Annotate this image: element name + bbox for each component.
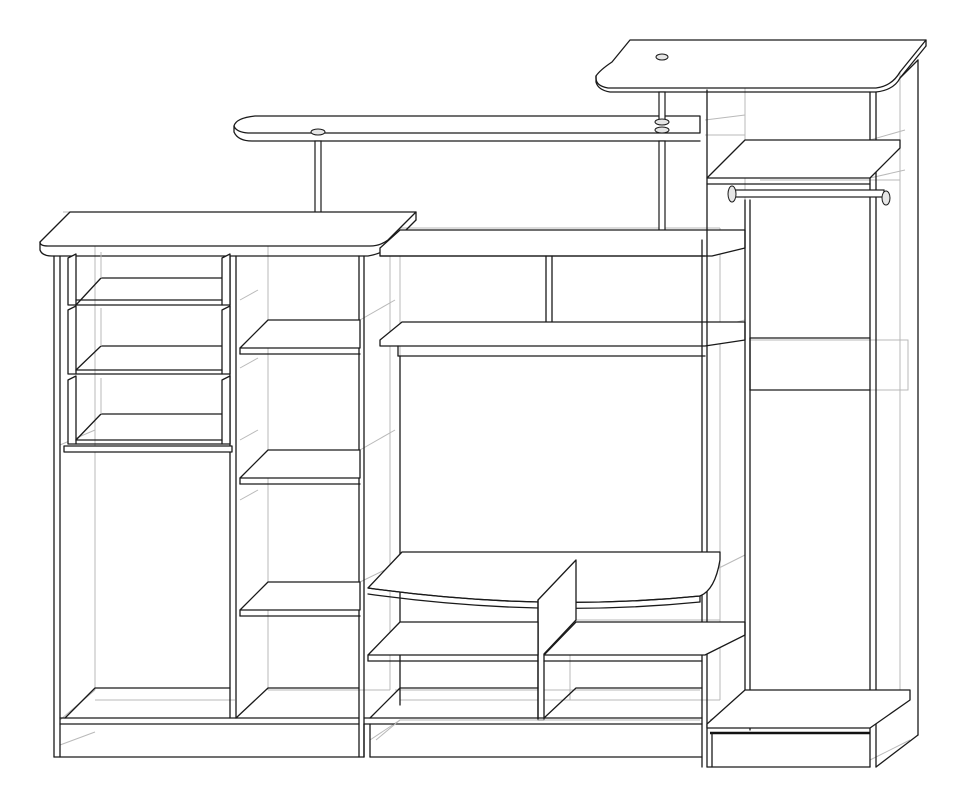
left-cabinet-shelves xyxy=(239,319,361,617)
rod-cap-top-right xyxy=(655,53,669,61)
drawer-1 xyxy=(67,252,231,306)
drawer-3 xyxy=(67,375,231,445)
left-cabinet xyxy=(39,211,417,758)
support-rod-3 xyxy=(658,91,666,121)
middle-tv-section xyxy=(363,89,746,768)
support-rod-2 xyxy=(658,140,666,237)
middle-top-platform xyxy=(233,115,701,142)
clothes-rail xyxy=(727,185,891,206)
right-wardrobe xyxy=(706,59,919,768)
top-right-platform xyxy=(595,39,927,93)
drawer-2 xyxy=(67,305,231,375)
support-rod-1 xyxy=(314,140,322,215)
